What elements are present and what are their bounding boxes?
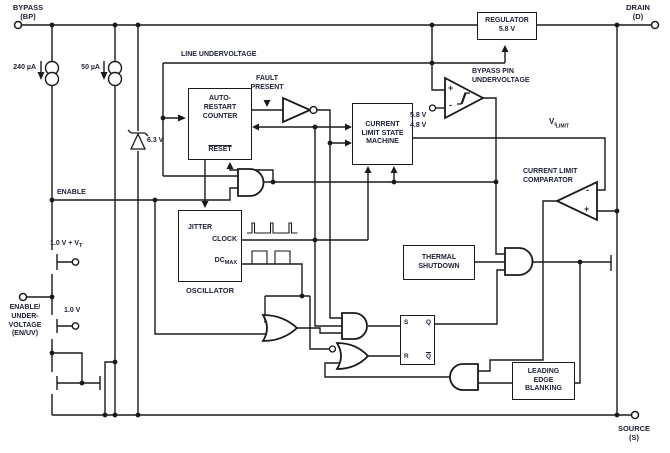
jitter-label: JITTER (188, 224, 213, 231)
source-pin-terminal (630, 410, 640, 420)
bypass-sense-wire (431, 25, 447, 91)
bypass-comp-plus: + (448, 83, 454, 93)
thermal-shutdown-block: THERMAL SHUTDOWN (403, 245, 475, 280)
enuv-pin-label: ENABLE/UNDER- VOLTAGE(EN/UV) (8, 304, 42, 338)
gate-drive-and-gate (504, 247, 534, 276)
current-limit-state-machine-block: CURRENT LIMIT STATE MACHINE (352, 103, 413, 165)
dcmax-waveform (247, 250, 295, 265)
drain-pin-label: DRAIN(D) (626, 3, 650, 22)
arc-label-3: COUNTER (202, 112, 238, 120)
regulator-block: REGULATOR 5.8 V (477, 12, 537, 40)
current-source-50-icon (107, 71, 123, 87)
bypass-uv-out-wire (483, 97, 505, 255)
clock-wire (242, 169, 369, 241)
current-source-240-icon (44, 71, 60, 87)
or-input-bubble-icon (328, 345, 337, 353)
dcmax-label: DCMAX (214, 257, 237, 266)
enable-wire (52, 187, 266, 335)
bypass-pin-terminal (13, 20, 23, 30)
fault-inverter-gate (282, 96, 313, 124)
cs50-label: 50 µA (81, 64, 100, 71)
latch-s-label: S (404, 319, 409, 326)
cl-comp-out-wire (478, 200, 557, 372)
auto-restart-counter-block: AUTO- RESTART COUNTER RESET (188, 88, 252, 160)
cs50-branch-wire (104, 25, 116, 415)
or-gate-set (261, 314, 299, 342)
or1-out-wire (297, 327, 342, 334)
mosfet-enuv-low-icon (56, 319, 80, 333)
oscillator-title: OSCILLATOR (185, 286, 235, 295)
clsm-label-2: LIMIT STATE (361, 129, 404, 137)
mirror-gate-wire (52, 352, 100, 384)
bypass-comp-minus: - (449, 100, 452, 110)
zener-diode-icon (127, 129, 149, 150)
leb-and-gate (449, 363, 479, 391)
clock-waveform (247, 222, 298, 234)
sr-latch-block: S Q R Q (400, 315, 435, 365)
enable-label: ENABLE (57, 189, 86, 196)
clsm-label-3: MACHINE (366, 138, 399, 146)
cl-comp-minus: - (586, 185, 589, 195)
latch-q-label: Q (425, 319, 431, 326)
arc-label-2: RESTART (203, 103, 237, 111)
junction-dots (49, 22, 620, 418)
gate-lo-label: 1.0 V (64, 307, 81, 314)
bypass-pin-label: BYPASS(BP) (12, 3, 44, 22)
regulator-voltage: 5.8 V (498, 26, 516, 33)
reference-terminal-icon (428, 104, 437, 112)
line-undervoltage-label: LINE UNDERVOLTAGE (181, 51, 257, 58)
q-out-wire (435, 269, 505, 325)
fault-wire (252, 109, 349, 319)
thermal-label-2: SHUTDOWN (418, 262, 460, 270)
leb-and-out-wire (324, 362, 450, 378)
or-gate-reset (335, 342, 370, 370)
arrowheads (37, 45, 509, 208)
hysteresis-icon (457, 92, 470, 105)
ref-high-label: 5.8 V (410, 112, 427, 119)
leb-label-2: EDGE (533, 376, 554, 384)
clsm-label-1: CURRENT (365, 120, 400, 128)
zener-voltage-label: 6.3 V (147, 137, 164, 144)
ref-low-label: 4.8 V (410, 122, 427, 129)
latch-qbar-label: Q (425, 352, 431, 360)
leading-edge-blanking-block: LEADING EDGE BLANKING (512, 362, 575, 400)
current-limit-comparator-symbol (554, 180, 598, 222)
enuv-pin-terminal (18, 292, 28, 302)
clock-label: CLOCK (212, 236, 237, 243)
gate-hi-label: 1.0 V + VT (50, 240, 83, 249)
arc-label-1: AUTO- (208, 95, 232, 102)
inverter-bubble-icon (309, 105, 318, 115)
latch-r-label: R (404, 352, 409, 360)
vilimit-label: VILIMIT (549, 117, 569, 130)
clock-branch-wire (314, 127, 342, 327)
cs240-label: 240 µA (13, 64, 36, 71)
oscillator-block: JITTER CLOCK DCMAX (178, 210, 242, 282)
leb-label-1: LEADING (527, 367, 560, 375)
cycle-set-and-gate (341, 312, 368, 340)
dcmax-wire (242, 263, 329, 350)
thermal-label-1: THERMAL (421, 253, 457, 261)
mosfet-mirror-right-icon (99, 372, 106, 394)
source-pin-label: SOURCE(S) (617, 424, 651, 443)
vilimit-wire (413, 137, 606, 191)
gate-drive-wire (533, 261, 611, 384)
enable-and-gate (237, 168, 265, 197)
leb-label-3: BLANKING (525, 385, 562, 393)
arc-reset-label: RESET (208, 146, 232, 154)
output-mosfet-icon (610, 253, 618, 274)
cl-comp-plus: + (584, 204, 590, 214)
enable-and-out-wire (229, 166, 496, 183)
cs-arrow-shafts (40, 61, 105, 72)
mosfet-enuv-high-icon (56, 254, 80, 270)
regulator-label: REGULATOR (485, 17, 529, 25)
drain-pin-terminal (650, 20, 660, 30)
